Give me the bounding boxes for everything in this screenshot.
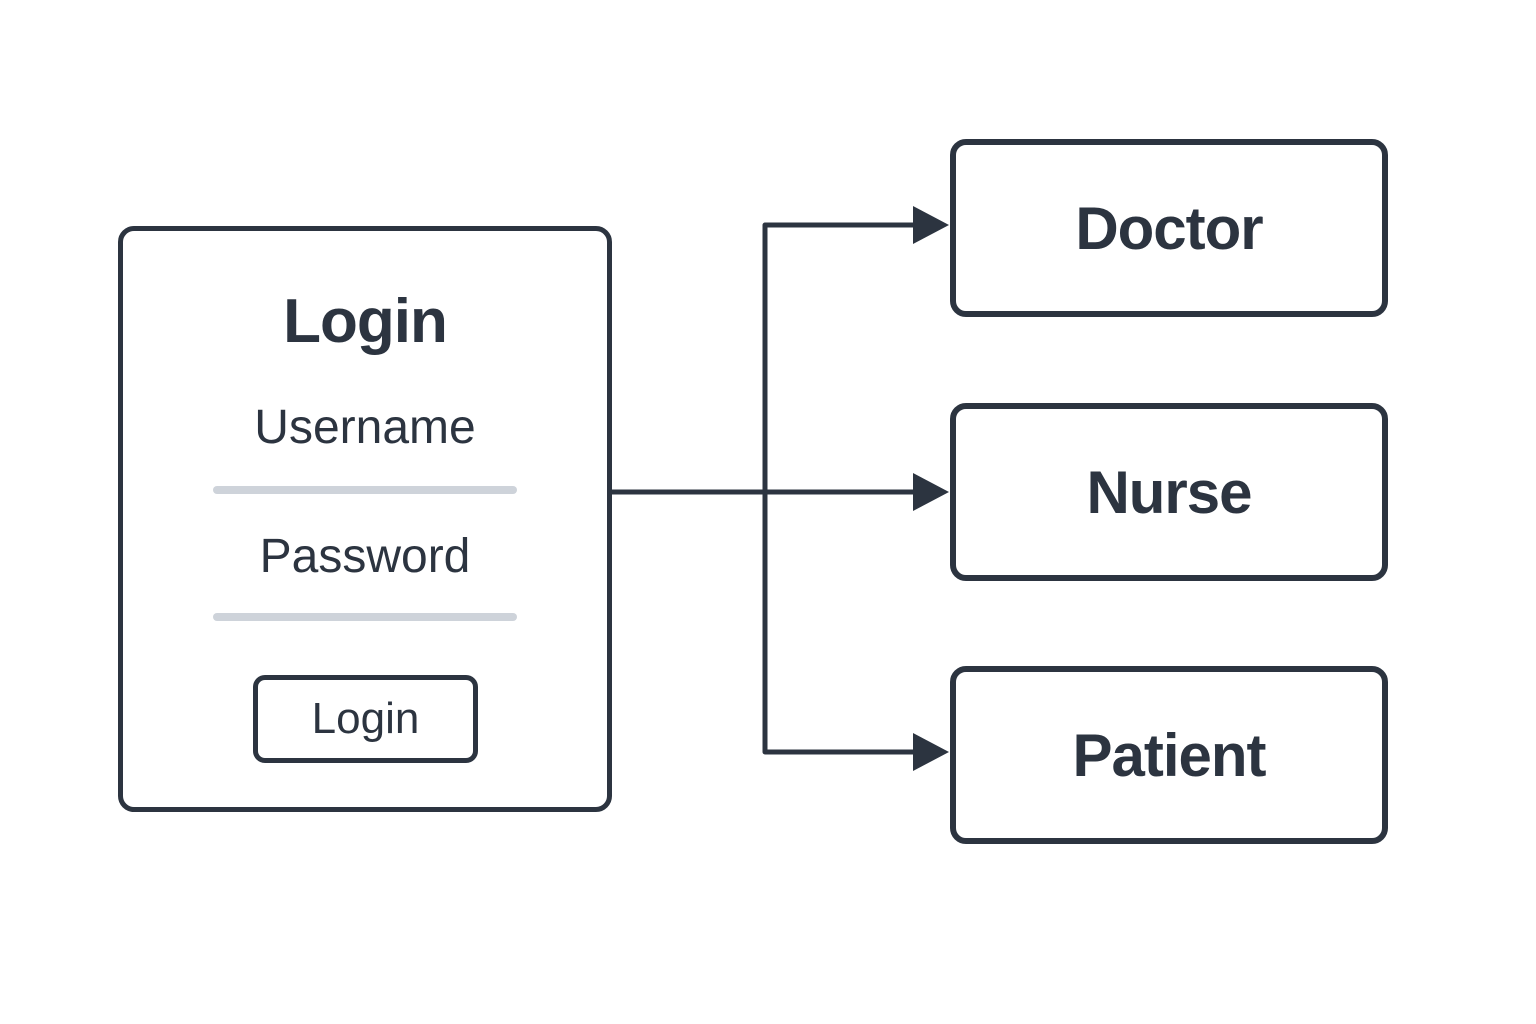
password-label: Password — [259, 530, 471, 583]
arrowhead-doctor-icon — [913, 206, 949, 244]
login-button: Login — [253, 675, 478, 763]
username-label: Username — [254, 401, 476, 454]
password-input-underline — [213, 613, 517, 621]
login-card-node: Login Username Password Login — [118, 226, 612, 812]
username-input-underline — [213, 486, 517, 494]
arrowhead-nurse-icon — [913, 473, 949, 511]
role-label-doctor: Doctor — [1075, 194, 1263, 262]
role-label-nurse: Nurse — [1086, 458, 1252, 526]
role-box-patient: Patient — [950, 666, 1388, 844]
edge-login-doctor-patient — [762, 222, 916, 755]
login-card-title: Login — [283, 287, 448, 356]
role-label-patient: Patient — [1072, 721, 1266, 789]
role-box-doctor: Doctor — [950, 139, 1388, 317]
arrowhead-patient-icon — [913, 733, 949, 771]
role-box-nurse: Nurse — [950, 403, 1388, 581]
